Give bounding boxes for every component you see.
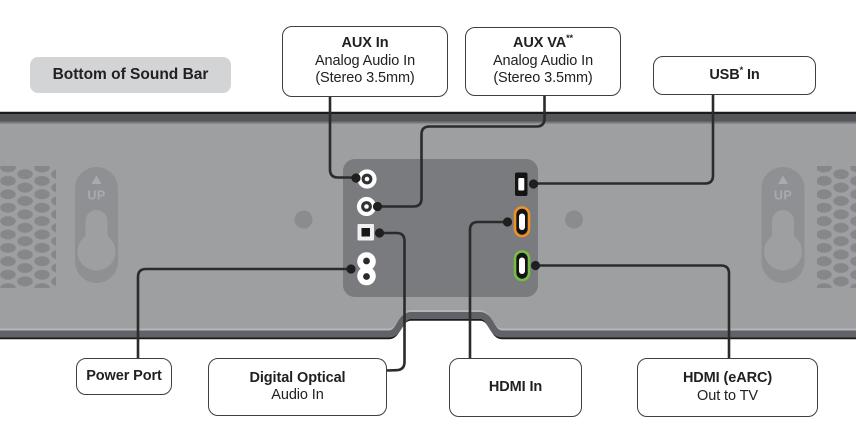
- callout-usb-in: USB* In: [653, 56, 816, 95]
- callout-subline: (Stereo 3.5mm): [315, 70, 415, 87]
- callout-title: USB* In: [709, 64, 760, 83]
- callout-title: Digital Optical: [249, 369, 346, 386]
- hdmi-in-port: [513, 206, 531, 238]
- callout-dot-optical: [374, 228, 385, 238]
- callout-line-optical: [379, 231, 406, 372]
- power-port: [357, 252, 376, 286]
- top-edge-highlight: [0, 121, 856, 124]
- top-edge-strip: [0, 114, 856, 122]
- callout-title: HDMI In: [488, 378, 543, 395]
- callout-line-aux-in: [328, 97, 355, 179]
- diagram-title-label: Bottom of Sound Bar: [30, 57, 231, 93]
- footnote-asterisk: *: [739, 64, 744, 75]
- callout-line-usb: [534, 95, 715, 185]
- footnote-asterisks: **: [566, 33, 573, 44]
- callout-dot-aux-va: [372, 201, 383, 212]
- callout-dot-aux-in: [351, 173, 361, 183]
- hdmi-earc-port: [513, 250, 531, 282]
- callout-line-power: [136, 267, 350, 359]
- speaker-grille-left: [0, 166, 56, 288]
- callout-title: Power Port: [86, 367, 162, 384]
- up-label: UP: [774, 189, 792, 203]
- callout-dot-usb: [528, 179, 539, 189]
- callout-hdmi-in: HDMI In: [449, 358, 582, 417]
- mount-keyhole-right: UP: [761, 167, 805, 283]
- callout-line-hdmi-in: [468, 220, 507, 359]
- usb-port: [515, 172, 528, 196]
- diagram-title-text: Bottom of Sound Bar: [52, 66, 209, 83]
- aux-in-port: [357, 169, 377, 189]
- bottom-edge-strip: [0, 312, 856, 338]
- up-label: UP: [87, 189, 105, 203]
- up-arrow-icon: [91, 175, 102, 184]
- callout-line-aux-va: [377, 96, 546, 208]
- callout-dot-hdmi-earc: [530, 260, 541, 271]
- callout-subline: Analog Audio In: [314, 52, 416, 69]
- callout-subline: Out to TV: [697, 387, 758, 404]
- callout-dot-power: [346, 264, 356, 274]
- up-arrow-icon: [778, 175, 788, 184]
- screw-hole-right: [565, 210, 583, 229]
- aux-va-port: [356, 196, 377, 217]
- callout-power-port: Power Port: [76, 358, 172, 395]
- optical-port: [357, 224, 374, 241]
- callout-digital-optical: Digital Optical Audio In: [208, 358, 387, 416]
- mount-keyhole-left: UP: [75, 167, 118, 283]
- callout-subline: (Stereo 3.5mm): [493, 70, 593, 87]
- connection-panel: [343, 159, 538, 297]
- callout-line-hdmi-earc: [535, 264, 731, 359]
- callout-dot-hdmi-in: [502, 217, 513, 227]
- callout-title: HDMI (eARC): [682, 370, 773, 386]
- callout-subline: Analog Audio In: [492, 52, 594, 69]
- callout-hdmi-earc: HDMI (eARC) Out to TV: [637, 358, 818, 417]
- callout-aux-va: AUX VA** Analog Audio In (Stereo 3.5mm): [465, 27, 621, 96]
- speaker-grille-right: [817, 166, 856, 288]
- screw-hole-left: [294, 210, 313, 229]
- callout-subline: Audio In: [271, 387, 324, 403]
- callout-title: AUX In: [341, 35, 389, 52]
- callout-aux-in: AUX In Analog Audio In (Stereo 3.5mm): [282, 26, 448, 97]
- callout-title: AUX VA**: [513, 33, 573, 52]
